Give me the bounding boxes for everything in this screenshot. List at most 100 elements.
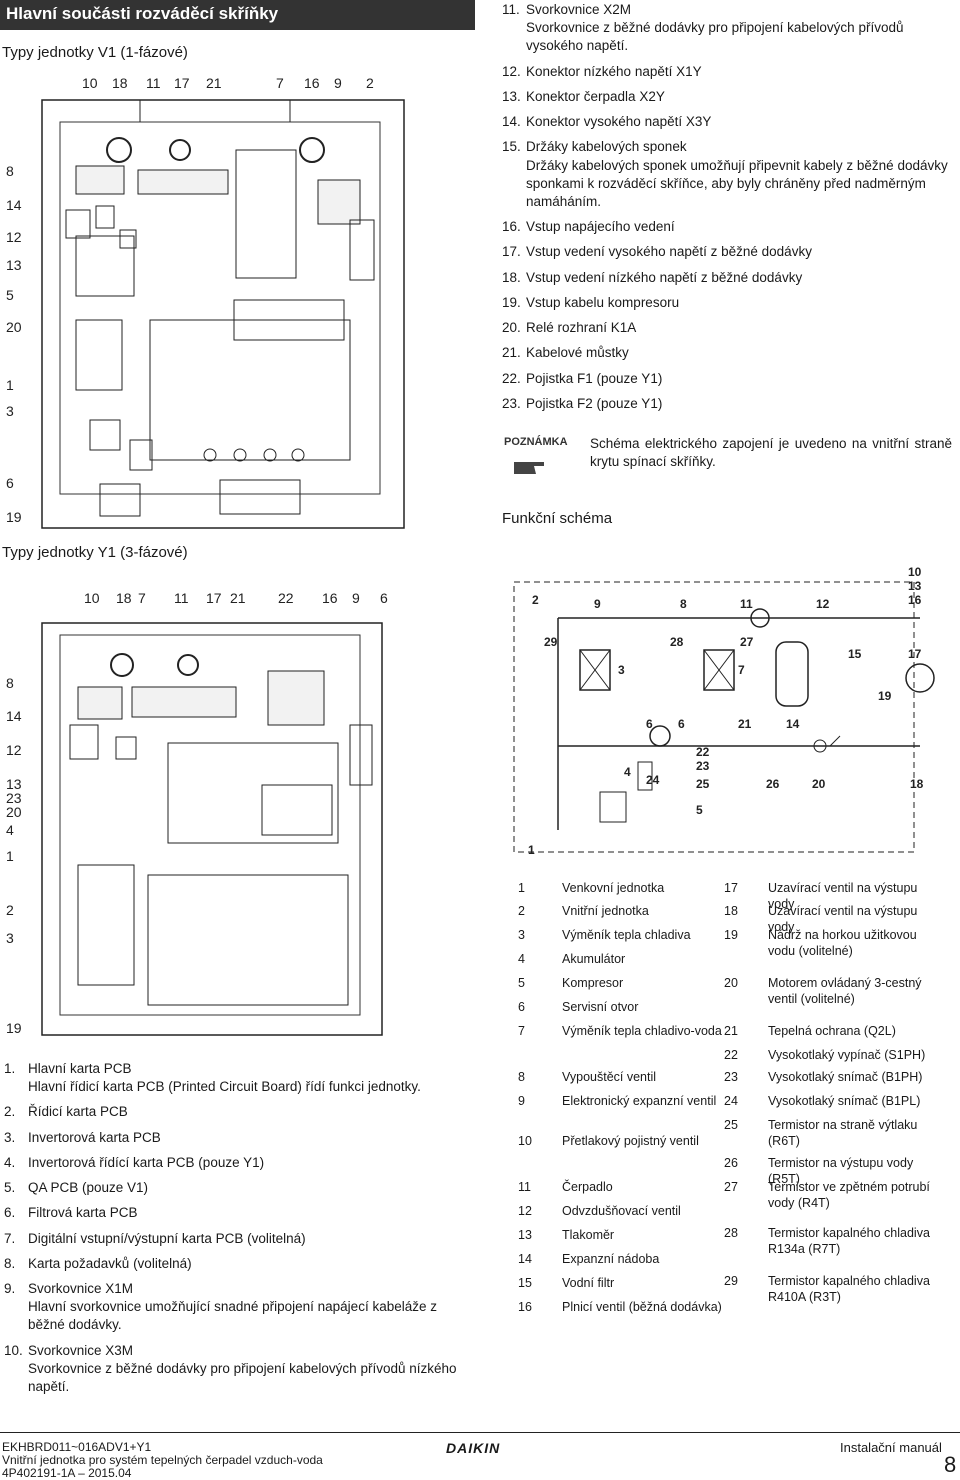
list-item: 22.Pojistka F1 (pouze Y1) bbox=[502, 370, 958, 388]
legend-number: 29 bbox=[724, 1274, 738, 1288]
list-item: 8.Karta požadavků (volitelná) bbox=[4, 1255, 459, 1273]
list-item-title: Konektor nízkého napětí X1Y bbox=[526, 63, 702, 79]
y1-callout-label: 22 bbox=[278, 590, 294, 606]
list-item-number: 14. bbox=[502, 114, 521, 130]
v1-callout-label: 2 bbox=[366, 75, 374, 91]
list-item-title: Řídicí karta PCB bbox=[28, 1104, 128, 1120]
legend-text: Nádrž na horkou užitkovou vodu (voliteln… bbox=[768, 928, 917, 959]
functional-callout-label: 11 bbox=[740, 597, 753, 611]
legend-number: 24 bbox=[724, 1094, 738, 1108]
list-item-number: 20. bbox=[502, 320, 521, 336]
list-item-title: Digitální vstupní/výstupní karta PCB (vo… bbox=[28, 1230, 306, 1246]
functional-callout-label: 1 bbox=[528, 843, 535, 857]
footer-description: Vnitřní jednotka pro systém tepelných če… bbox=[2, 1453, 323, 1467]
v1-callout-label: 19 bbox=[6, 509, 22, 525]
list-item: 18.Vstup vedení nízkého napětí z běžné d… bbox=[502, 269, 958, 287]
legend-text: Expanzní nádoba bbox=[562, 1252, 660, 1266]
y1-callout-label: 13 bbox=[6, 776, 22, 792]
list-item-title: Vstup napájecího vedení bbox=[526, 219, 675, 235]
y1-callout-label: 6 bbox=[380, 590, 388, 606]
functional-callout-label: 13 bbox=[908, 579, 922, 593]
list-item: 2.Řídicí karta PCB bbox=[4, 1103, 459, 1121]
list-item-title: Konektor vysokého napětí X3Y bbox=[526, 114, 712, 130]
footer-model: EKHBRD011~016ADV1+Y1 bbox=[2, 1440, 152, 1454]
legend-number: 8 bbox=[518, 1070, 525, 1084]
list-item-title: Karta požadavků (volitelná) bbox=[28, 1255, 192, 1271]
list-item-title: Vstup vedení nízkého napětí z běžné dodá… bbox=[526, 269, 803, 285]
functional-callout-label: 16 bbox=[908, 593, 922, 607]
legend-number: 16 bbox=[518, 1300, 532, 1314]
page-number: 8 bbox=[944, 1452, 957, 1477]
v1-callout-label: 5 bbox=[6, 287, 14, 303]
functional-schema-title: Funkční schéma bbox=[502, 510, 613, 527]
legend-text: Vysokotlaký snímač (B1PH) bbox=[768, 1070, 923, 1084]
legend-text: Termistor kapalného chladiva R410A (R3T) bbox=[768, 1274, 930, 1305]
list-item: 20. Relé rozhraní K1A bbox=[502, 319, 958, 337]
pointing-hand-icon bbox=[514, 462, 544, 474]
v1-callout-label: 17 bbox=[174, 75, 190, 91]
list-item-title: Relé rozhraní K1A bbox=[526, 320, 637, 336]
legend-number: 3 bbox=[518, 928, 525, 942]
functional-callout-label: 5 bbox=[696, 803, 703, 817]
legend-number: 23 bbox=[724, 1070, 738, 1084]
y1-subtitle: Typy jednotky Y1 (3-fázové) bbox=[2, 544, 188, 561]
legend-number: 10 bbox=[518, 1134, 532, 1148]
legend-text: Tepelná ochrana (Q2L) bbox=[768, 1024, 896, 1038]
legend-text: Kompresor bbox=[562, 976, 624, 990]
legend-text: Vypouštěcí ventil bbox=[562, 1070, 657, 1084]
list-item: 5.QA PCB (pouze V1) bbox=[4, 1179, 459, 1197]
y1-callout-label: 3 bbox=[6, 930, 14, 946]
v1-callout-label: 9 bbox=[334, 75, 342, 91]
list-item-description: Svorkovnice z běžné dodávky pro připojen… bbox=[28, 1360, 457, 1395]
list-item: 17.Vstup vedení vysokého napětí z běžné … bbox=[502, 243, 958, 261]
list-item-number: 21. bbox=[502, 345, 521, 361]
legend-text: Vnitřní jednotka bbox=[562, 904, 649, 918]
list-item-title: Svorkovnice X2M bbox=[526, 2, 632, 17]
list-item: 14. Konektor vysokého napětí X3Y bbox=[502, 113, 958, 131]
list-item-number: 6. bbox=[4, 1205, 16, 1221]
legend-number: 19 bbox=[724, 928, 738, 942]
page-footer: EKHBRD011~016ADV1+Y1 Vnitřní jednotka pr… bbox=[0, 1432, 960, 1480]
legend-text: Přetlakový pojistný ventil bbox=[562, 1134, 699, 1148]
list-item-title: Držáky kabelových sponek bbox=[526, 139, 687, 155]
functional-callout-label: 24 bbox=[646, 773, 660, 787]
list-item: 19.Vstup kabelu kompresoru bbox=[502, 294, 958, 312]
legend-text: Termistor kapalného chladiva R134a (R7T) bbox=[768, 1226, 930, 1257]
list-item-number: 9. bbox=[4, 1280, 16, 1296]
legend-text: Výměník tepla chladivo-voda bbox=[562, 1024, 722, 1038]
legend-text: Elektronický expanzní ventil bbox=[562, 1094, 717, 1108]
legend-text: Čerpadlo bbox=[562, 1180, 613, 1194]
v1-callout-label: 10 bbox=[82, 75, 98, 91]
legend-text: Uzavírací ventil na výstupu vody bbox=[768, 881, 918, 912]
y1-callout-label: 14 bbox=[6, 708, 22, 724]
list-item-title: Svorkovnice X3M bbox=[28, 1342, 134, 1358]
v1-callout-label: 12 bbox=[6, 229, 22, 245]
legend-number: 7 bbox=[518, 1024, 525, 1038]
functional-callout-label: 2 bbox=[532, 593, 539, 607]
y1-callout-label: 2 bbox=[6, 902, 14, 918]
functional-callout-label: 27 bbox=[740, 635, 754, 649]
daikin-logo: DAIKIN bbox=[446, 1440, 501, 1456]
list-item: 23.Pojistka F2 (pouze Y1) bbox=[502, 395, 958, 413]
list-item-title: Invertorová karta PCB bbox=[28, 1129, 161, 1145]
y1-callout-label: 1 bbox=[6, 848, 14, 864]
page-title: Hlavní součásti rozváděcí skříňky bbox=[6, 4, 279, 23]
functional-callout-label: 19 bbox=[878, 689, 892, 703]
y1-callout-label: 8 bbox=[6, 675, 14, 691]
list-item-number: 15. bbox=[502, 139, 521, 155]
list-item-description: Hlavní řídicí karta PCB (Printed Circuit… bbox=[28, 1079, 421, 1095]
legend-number: 6 bbox=[518, 1000, 525, 1014]
y1-callout-label: 12 bbox=[6, 742, 22, 758]
y1-callout-label: 4 bbox=[6, 822, 14, 838]
list-item: 16.Vstup napájecího vedení bbox=[502, 218, 958, 236]
list-item-number: 4. bbox=[4, 1154, 16, 1170]
list-item-title: Hlavní karta PCB bbox=[28, 1061, 132, 1076]
legend-text: Uzavírací ventil na výstupu vody bbox=[768, 904, 918, 935]
